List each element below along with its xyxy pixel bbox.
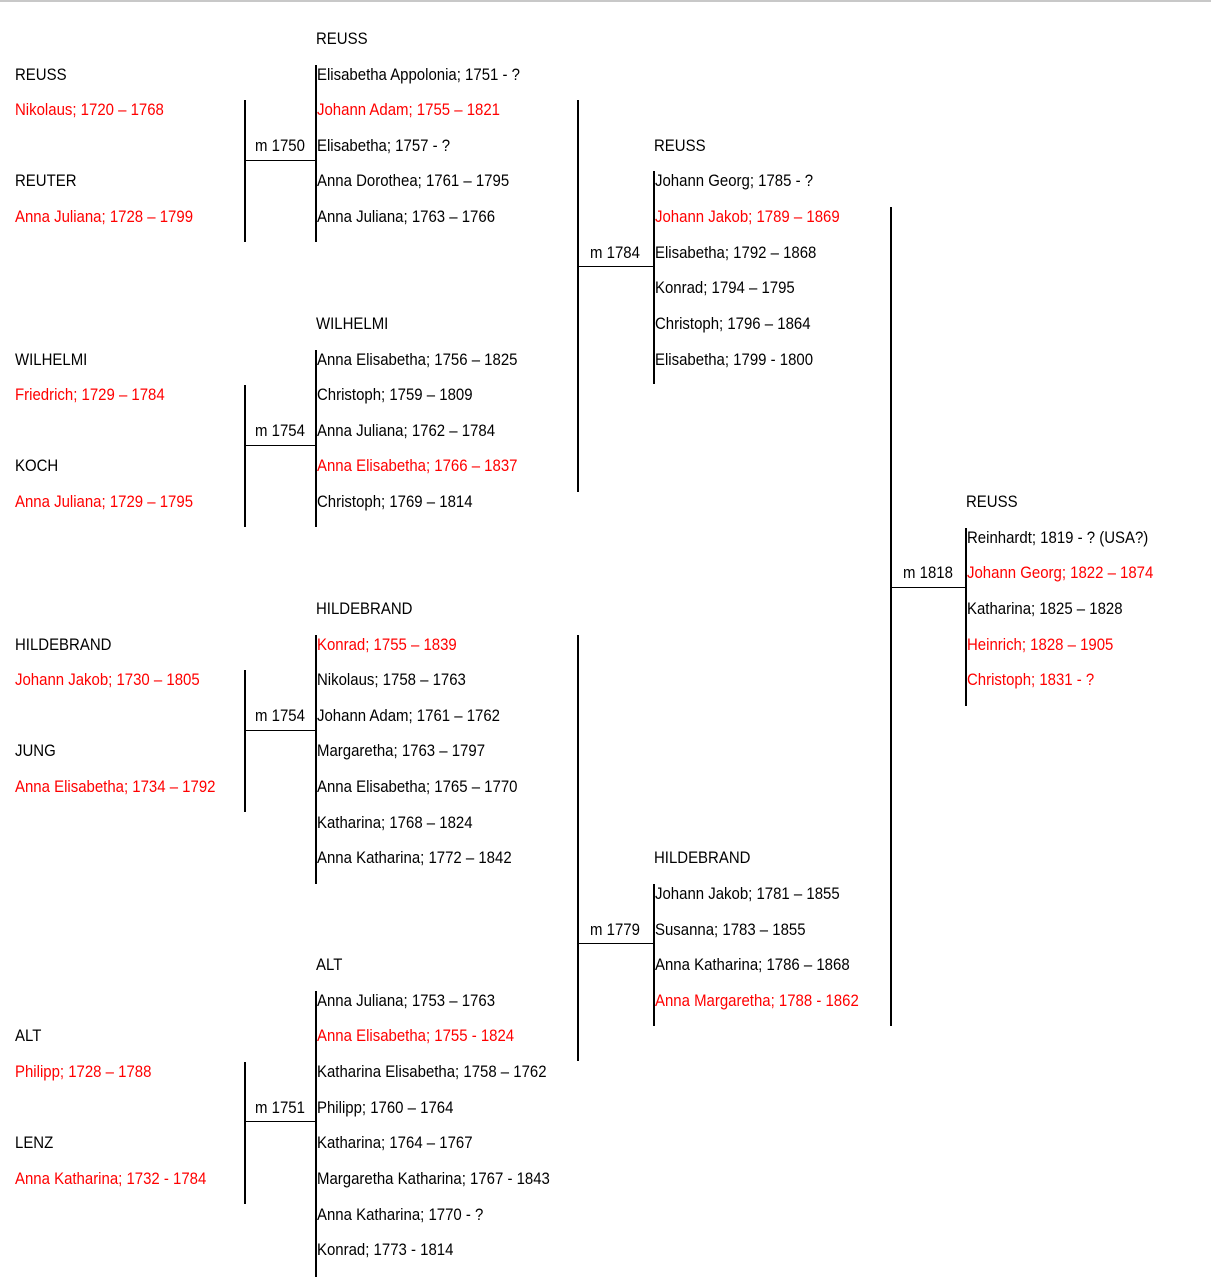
g1-wife-name: Anna Elisabetha; 1734 – 1792 [15,777,216,796]
marriage-line [244,1121,316,1122]
g1-husband-name: Nikolaus; 1720 – 1768 [15,100,164,119]
marriage-line [577,266,654,267]
child-entry: Anna Elisabetha; 1765 – 1770 [317,777,518,796]
g1-husband-name: Friedrich; 1729 – 1784 [15,385,165,404]
child-entry: Christoph; 1769 – 1814 [317,492,473,511]
children-bracket-line [315,991,317,1277]
marriage-line [577,943,654,944]
marriage-year: m 1779 [590,920,640,939]
child-entry: Anna Elisabetha; 1755 - 1824 [317,1026,515,1045]
g1-husband-name: Johann Jakob; 1730 – 1805 [15,670,200,689]
g1-wife-surname: LENZ [15,1133,54,1152]
children-bracket-line [315,635,317,884]
child-entry: Johann Adam; 1761 – 1762 [317,706,500,725]
children-bracket-line [653,171,655,384]
child-entry: Katharina; 1825 – 1828 [967,599,1123,618]
child-entry: Katharina; 1768 – 1824 [317,813,473,832]
couple-connector-line [577,635,579,1061]
children-bracket-line [315,350,317,527]
g1-husband-name: Philipp; 1728 – 1788 [15,1062,152,1081]
g1-wife-surname: JUNG [15,741,56,760]
child-entry: Johann Georg; 1822 – 1874 [967,563,1154,582]
child-entry: Nikolaus; 1758 – 1763 [317,670,466,689]
couple-connector-line [244,385,246,527]
child-entry: Anna Juliana; 1763 – 1766 [317,207,496,226]
child-entry: Reinhardt; 1819 - ? (USA?) [967,528,1149,547]
child-entry: Anna Juliana; 1762 – 1784 [317,421,496,440]
child-entry: Elisabetha Appolonia; 1751 - ? [317,65,520,84]
marriage-year: m 1784 [590,243,640,262]
couple-connector-line [244,1062,246,1204]
couple-connector-line [890,207,892,1026]
child-entry: Katharina; 1764 – 1767 [317,1133,473,1152]
g1-wife-name: Anna Juliana; 1729 – 1795 [15,492,194,511]
child-entry: Anna Katharina; 1786 – 1868 [655,955,850,974]
child-entry: Anna Elisabetha; 1756 – 1825 [317,350,518,369]
child-entry: Christoph; 1759 – 1809 [317,385,473,404]
marriage-year: m 1754 [255,421,305,440]
marriage-year: m 1751 [255,1098,305,1117]
child-entry: Anna Katharina; 1772 – 1842 [317,848,512,867]
couple-connector-line [244,670,246,812]
child-entry: Anna Juliana; 1753 – 1763 [317,991,496,1010]
g1-husband-surname: WILHELMI [15,350,88,369]
marriage-year: m 1754 [255,706,305,725]
child-entry: Philipp; 1760 – 1764 [317,1098,454,1117]
marriage-year: m 1818 [903,563,953,582]
child-entry: Heinrich; 1828 – 1905 [967,635,1114,654]
child-entry: Anna Margaretha; 1788 - 1862 [655,991,859,1010]
child-entry: Johann Georg; 1785 - ? [655,171,814,190]
family-surname: REUSS [316,29,368,48]
children-bracket-line [965,528,967,706]
child-entry: Konrad; 1755 – 1839 [317,635,457,654]
child-entry: Johann Jakob; 1789 – 1869 [655,207,840,226]
family-surname: HILDEBRAND [654,848,751,867]
child-entry: Christoph; 1796 – 1864 [655,314,811,333]
child-entry: Christoph; 1831 - ? [967,670,1095,689]
g1-husband-surname: ALT [15,1026,42,1045]
child-entry: Anna Katharina; 1770 - ? [317,1205,484,1224]
marriage-year: m 1750 [255,136,305,155]
child-entry: Konrad; 1773 - 1814 [317,1240,454,1259]
marriage-line [244,730,316,731]
marriage-line [244,160,316,161]
family-surname: REUSS [966,492,1018,511]
g1-wife-surname: KOCH [15,456,59,475]
child-entry: Susanna; 1783 – 1855 [655,920,806,939]
g1-husband-surname: REUSS [15,65,67,84]
top-rule [0,0,1211,2]
family-surname: HILDEBRAND [316,599,413,618]
g1-wife-surname: REUTER [15,171,77,190]
family-surname: ALT [316,955,343,974]
child-entry: Katharina Elisabetha; 1758 – 1762 [317,1062,547,1081]
g1-husband-surname: HILDEBRAND [15,635,112,654]
child-entry: Johann Adam; 1755 – 1821 [317,100,500,119]
child-entry: Konrad; 1794 – 1795 [655,278,795,297]
marriage-line [244,445,316,446]
g1-wife-name: Anna Katharina; 1732 - 1784 [15,1169,207,1188]
family-surname: WILHELMI [316,314,389,333]
child-entry: Elisabetha; 1799 - 1800 [655,350,814,369]
couple-connector-line [244,100,246,242]
child-entry: Elisabetha; 1757 - ? [317,136,451,155]
child-entry: Margaretha Katharina; 1767 - 1843 [317,1169,550,1188]
child-entry: Anna Dorothea; 1761 – 1795 [317,171,510,190]
child-entry: Johann Jakob; 1781 – 1855 [655,884,840,903]
child-entry: Elisabetha; 1792 – 1868 [655,243,817,262]
children-bracket-line [315,65,317,242]
family-surname: REUSS [654,136,706,155]
g1-wife-name: Anna Juliana; 1728 – 1799 [15,207,194,226]
children-bracket-line [653,884,655,1026]
couple-connector-line [577,100,579,492]
marriage-line [890,587,966,588]
child-entry: Anna Elisabetha; 1766 – 1837 [317,456,518,475]
child-entry: Margaretha; 1763 – 1797 [317,741,486,760]
